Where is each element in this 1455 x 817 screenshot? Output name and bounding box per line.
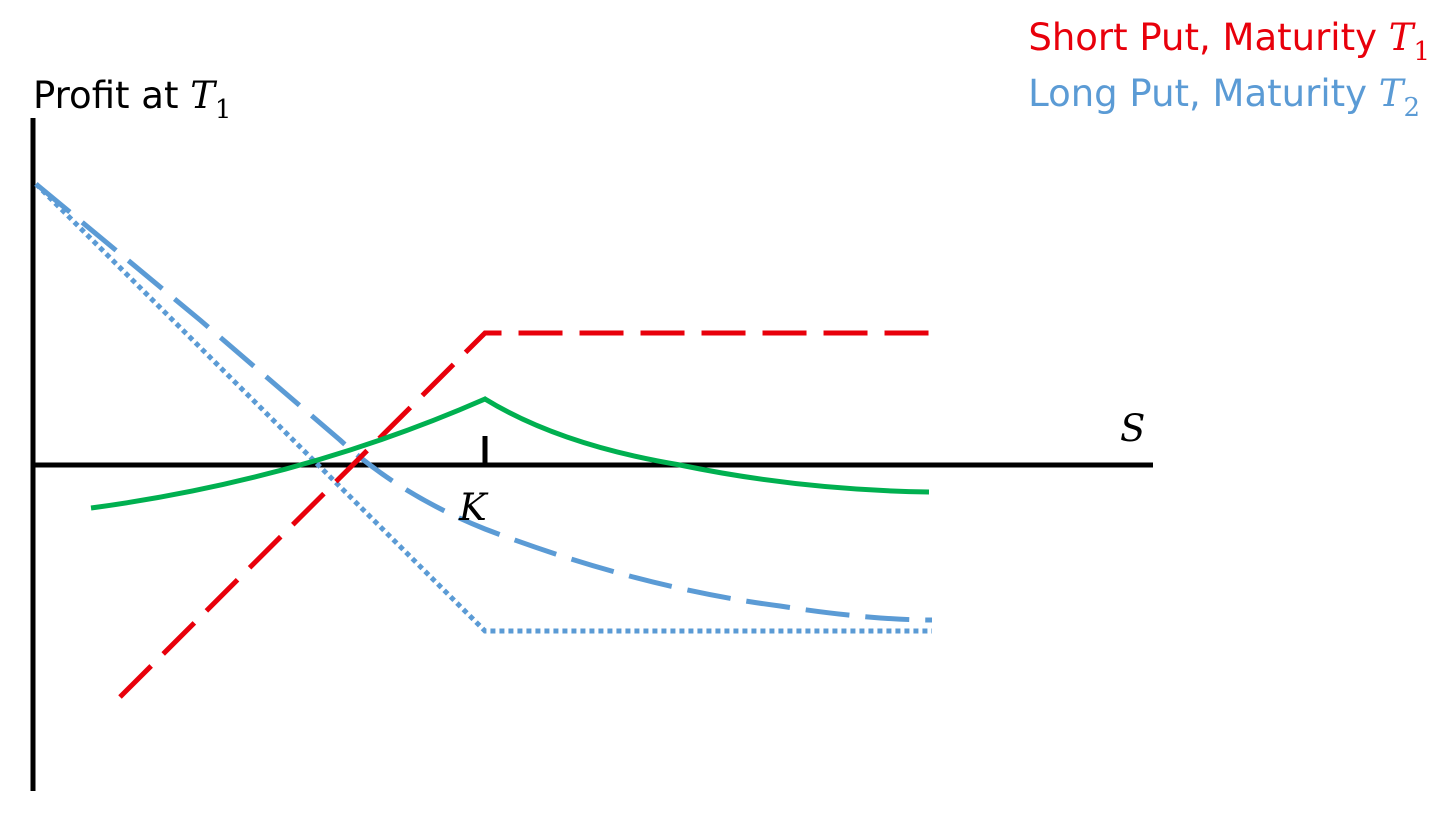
long-put-intrinsic-line xyxy=(34,182,932,634)
strike-label: K xyxy=(458,486,489,529)
calendar-spread-profit-curve xyxy=(90,396,930,511)
legend: Short Put, Maturity T1 Long Put, Maturit… xyxy=(1028,16,1430,123)
y-axis-label: Profit at T1 xyxy=(33,74,231,125)
short-put-payoff-line xyxy=(118,330,940,699)
legend-short-put: Short Put, Maturity T1 xyxy=(1028,16,1430,67)
legend-long-put: Long Put, Maturity T2 xyxy=(1028,72,1420,123)
x-axis-label: S xyxy=(1120,407,1145,450)
long-put-value-curve xyxy=(34,182,933,623)
